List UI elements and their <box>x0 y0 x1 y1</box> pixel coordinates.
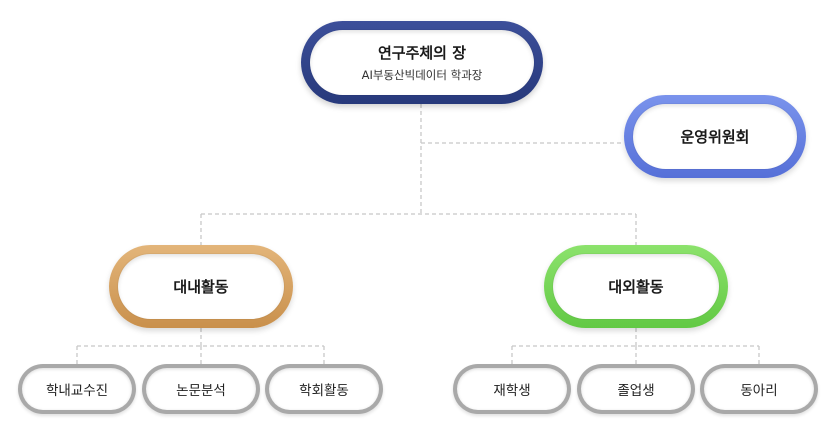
node-external-child-club-inner: 동아리 <box>704 368 814 410</box>
node-external-child-club-label: 동아리 <box>740 383 778 399</box>
node-head: 연구주체의 장 AI부동산빅데이터 학과장 <box>301 21 543 104</box>
node-external-child-club: 동아리 <box>700 364 818 414</box>
node-external-child-students-label: 재학생 <box>493 383 531 399</box>
node-committee-title: 운영위원회 <box>680 128 750 146</box>
node-external-child-students: 재학생 <box>453 364 571 414</box>
node-external-child-alumni-label: 졸업생 <box>617 383 655 399</box>
node-head-inner: 연구주체의 장 AI부동산빅데이터 학과장 <box>310 30 534 95</box>
node-committee-inner: 운영위원회 <box>633 104 797 169</box>
node-external-child-students-inner: 재학생 <box>457 368 567 410</box>
node-head-subtitle: AI부동산빅데이터 학과장 <box>361 68 483 82</box>
node-external: 대외활동 <box>544 245 728 328</box>
node-internal-child-paper-analysis-inner: 논문분석 <box>146 368 256 410</box>
node-head-title: 연구주체의 장 <box>377 44 467 62</box>
node-internal-child-conference: 학회활동 <box>265 364 383 414</box>
node-committee: 운영위원회 <box>624 95 806 178</box>
node-internal-inner: 대내활동 <box>118 254 284 319</box>
node-internal-title: 대내활동 <box>173 278 229 296</box>
node-internal-child-paper-analysis-label: 논문분석 <box>176 383 226 399</box>
node-internal-child-faculty-label: 학내교수진 <box>45 383 109 399</box>
node-external-child-alumni-inner: 졸업생 <box>581 368 691 410</box>
node-internal-child-conference-inner: 학회활동 <box>269 368 379 410</box>
node-internal: 대내활동 <box>109 245 293 328</box>
node-external-inner: 대외활동 <box>553 254 719 319</box>
node-external-title: 대외활동 <box>608 278 664 296</box>
node-internal-child-faculty: 학내교수진 <box>18 364 136 414</box>
node-external-child-alumni: 졸업생 <box>577 364 695 414</box>
node-internal-child-conference-label: 학회활동 <box>299 383 349 399</box>
node-internal-child-paper-analysis: 논문분석 <box>142 364 260 414</box>
node-internal-child-faculty-inner: 학내교수진 <box>22 368 132 410</box>
